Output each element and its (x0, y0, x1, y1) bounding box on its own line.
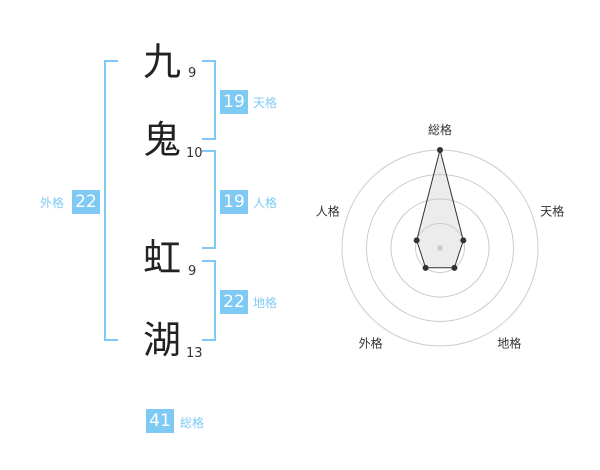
name-char-2: 鬼 (142, 118, 181, 162)
name-char-1: 九 (142, 40, 181, 84)
chikaku-value: 22 (220, 290, 248, 314)
radar-ring-3 (366, 174, 514, 322)
radar-point-1 (437, 147, 443, 153)
tenkaku-bracket (202, 60, 216, 140)
radar-point-3 (451, 264, 458, 271)
chikaku-bracket (202, 260, 216, 341)
name-char-4: 湖 (142, 318, 181, 362)
radar-axis-label-2: 天格 (540, 204, 564, 219)
name-char-3: 虹 (142, 236, 181, 280)
stroke-count-2: 10 (186, 146, 203, 161)
radar-point-2 (460, 237, 467, 244)
stroke-count-1: 9 (188, 66, 197, 81)
gaikaku-label: 外格 (40, 196, 65, 210)
radar-ring-2 (390, 198, 490, 298)
chikaku-label: 地格 (253, 296, 278, 310)
jinkaku-value: 19 (220, 190, 248, 214)
stroke-count-3: 9 (188, 264, 197, 279)
tenkaku-value: 19 (220, 90, 248, 114)
jinkaku-bracket (202, 150, 216, 249)
radar-center-dot (437, 245, 443, 251)
soukaku-label: 総格 (180, 416, 205, 430)
radar-point-5 (413, 237, 420, 244)
radar-ring-1 (415, 223, 465, 273)
radar-axis-label-4: 外格 (359, 335, 383, 350)
radar-point-4 (422, 264, 429, 271)
stroke-count-4: 13 (186, 346, 203, 361)
soukaku-value: 41 (146, 409, 174, 433)
radar-axis-label-1: 総格 (428, 122, 452, 137)
gaikaku-bracket (104, 60, 118, 341)
radar-axis-label-5: 人格 (316, 204, 340, 219)
tenkaku-label: 天格 (253, 96, 278, 110)
jinkaku-label: 人格 (253, 196, 278, 210)
gaikaku-value: 22 (72, 190, 100, 214)
radar-axis-label-3: 地格 (497, 335, 521, 350)
radar-polygon (416, 149, 464, 269)
